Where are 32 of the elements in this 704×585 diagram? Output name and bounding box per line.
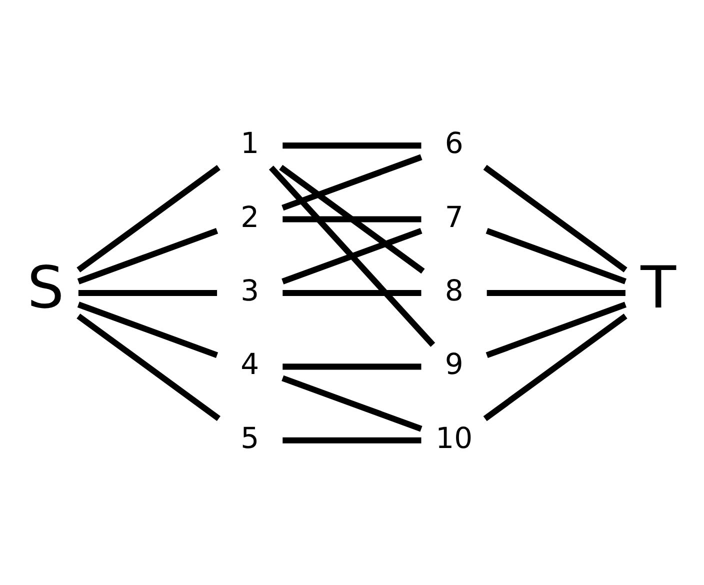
connector xyxy=(282,363,422,370)
connector xyxy=(76,313,220,420)
connector xyxy=(483,313,628,421)
node-text: 3 xyxy=(240,272,260,307)
node-text: 6 xyxy=(444,126,464,160)
node-text: 2 xyxy=(240,199,260,234)
connector xyxy=(282,154,422,210)
connector xyxy=(486,301,626,358)
connector xyxy=(268,165,436,346)
connector xyxy=(282,228,422,284)
connector xyxy=(77,301,218,358)
connector xyxy=(279,164,425,274)
connector xyxy=(77,228,218,284)
connector xyxy=(76,164,220,272)
node-text: 7 xyxy=(444,199,464,234)
node-text: T xyxy=(640,252,676,321)
connector xyxy=(282,289,422,296)
node-text: 1 xyxy=(240,126,260,160)
connector xyxy=(282,374,422,432)
connector xyxy=(282,216,422,222)
connector xyxy=(483,164,628,272)
connector xyxy=(486,227,626,284)
connector xyxy=(282,436,422,443)
connector xyxy=(486,289,626,296)
node-text: 10 xyxy=(436,420,473,454)
node-text: 9 xyxy=(444,346,464,381)
node-text: 8 xyxy=(444,272,464,307)
node-text: 5 xyxy=(240,420,260,454)
node-text: 4 xyxy=(240,346,260,381)
node-text: S xyxy=(27,252,64,321)
connector xyxy=(78,289,218,296)
connector xyxy=(282,142,422,148)
